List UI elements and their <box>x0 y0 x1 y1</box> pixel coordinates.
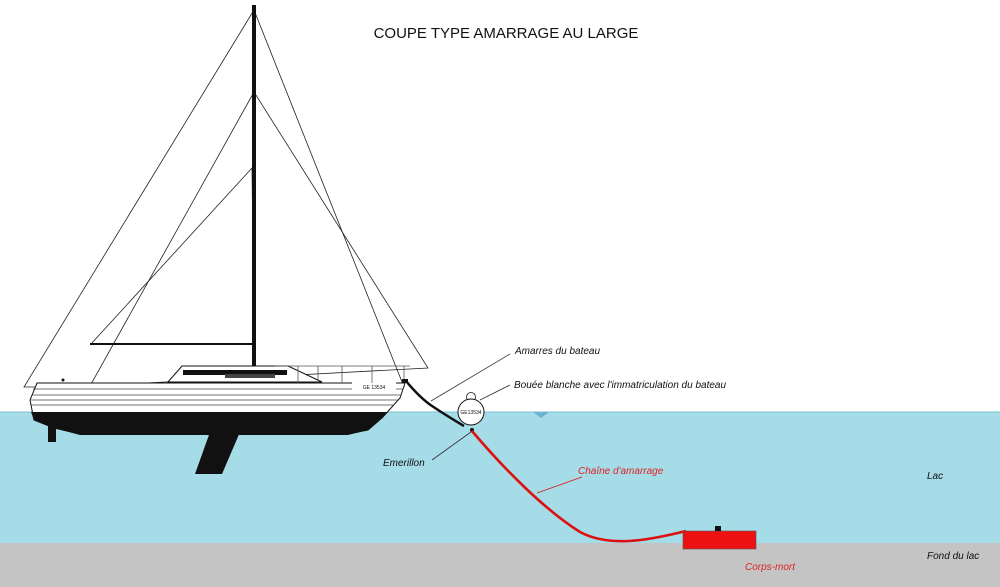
label-lac: Lac <box>927 471 943 482</box>
lake-bed <box>0 543 1000 587</box>
bow-cleat <box>402 379 408 383</box>
deck-cabin <box>61 365 410 383</box>
boat-hull: GE 13534 <box>29 381 406 435</box>
cabin-window <box>183 370 287 375</box>
main-sail <box>90 166 255 345</box>
mast <box>252 5 256 367</box>
leader-emerillon <box>431 431 472 461</box>
mooring-buoy: GE13534 <box>457 392 485 426</box>
rudder <box>48 418 56 442</box>
keel <box>195 432 240 474</box>
diagram-title: COUPE TYPE AMARRAGE AU LARGE <box>374 25 639 42</box>
label-chaine: Chaîne d'amarrage <box>578 466 664 477</box>
hull-bottom <box>31 412 388 435</box>
label-bouee: Bouée blanche avec l'immatriculation du … <box>514 380 726 391</box>
deck-hatch <box>225 374 275 378</box>
sailboat-rig <box>23 9 429 388</box>
hull-registration: GE 13534 <box>363 385 386 391</box>
corps-mort-shackle <box>715 526 721 531</box>
genoa-sail <box>89 91 429 387</box>
mooring-line <box>405 380 465 428</box>
label-amarres: Amarres du bateau <box>514 346 600 357</box>
stern-fitting <box>61 378 65 382</box>
buoy-registration: GE13534 <box>460 410 481 416</box>
corps-mort-block <box>682 530 757 550</box>
registration-plate <box>352 381 396 391</box>
leader-chaine <box>536 476 583 494</box>
buoy-body <box>457 398 485 426</box>
jib-sail <box>23 9 405 388</box>
label-fond: Fond du lac <box>927 551 979 562</box>
water-ripple <box>533 412 549 418</box>
leader-lines <box>430 353 511 461</box>
label-emerillon: Emerillon <box>383 458 425 469</box>
leader-bouee <box>479 384 511 401</box>
leader-amarres <box>430 353 511 402</box>
mooring-chain <box>471 430 687 543</box>
label-corps-mort: Corps-mort <box>745 562 796 573</box>
